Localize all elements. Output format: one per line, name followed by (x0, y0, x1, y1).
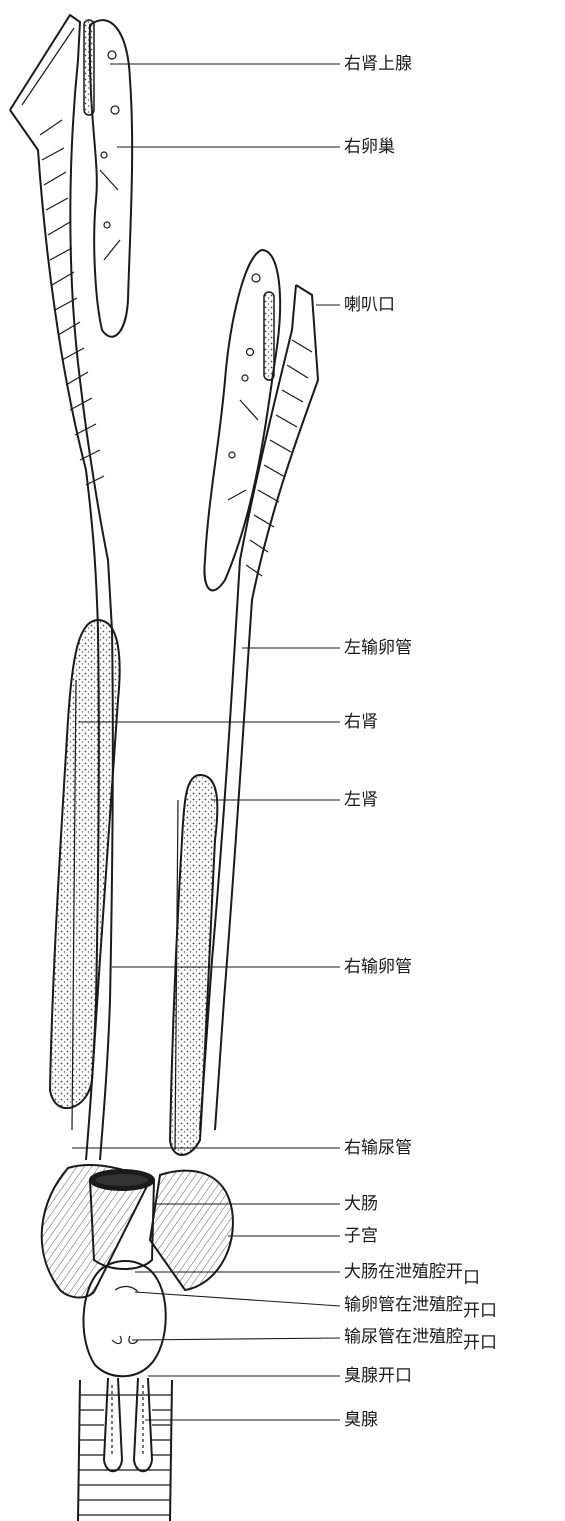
label-left-oviduct: 左输卵管 (344, 638, 412, 658)
left-oviduct (200, 285, 318, 1130)
label-right-kidney: 右肾 (344, 712, 378, 732)
label-ureter-opening-sub: 开口 (463, 1333, 497, 1353)
label-uterus: 子宫 (344, 1226, 378, 1246)
tail-base (78, 1380, 172, 1521)
right-ovary (90, 20, 132, 337)
label-infundibulum: 喇叭口 (344, 295, 395, 315)
label-ureter-opening-main: 输尿管在泄殖腔 (344, 1327, 463, 1347)
label-oviduct-cloaca-opening: 输卵管在泄殖腔开口 (344, 1295, 497, 1315)
label-intestine-opening-main: 大肠在泄殖腔开 (344, 1262, 463, 1282)
label-large-intestine: 大肠 (344, 1194, 378, 1214)
label-oviduct-opening-sub: 开口 (463, 1301, 497, 1321)
label-intestine-cloaca-opening: 大肠在泄殖腔开口 (344, 1262, 480, 1282)
label-right-oviduct: 右输卵管 (344, 957, 412, 977)
scent-gland (104, 1378, 152, 1471)
label-scent-gland: 臭腺 (344, 1410, 378, 1430)
label-scent-gland-opening: 臭腺开口 (344, 1366, 412, 1386)
left-ovary (204, 250, 280, 590)
label-intestine-opening-sub: 口 (463, 1268, 480, 1288)
label-ureter-cloaca-opening: 输尿管在泄殖腔开口 (344, 1327, 497, 1347)
label-right-ovary: 右卵巢 (344, 137, 395, 157)
label-right-ureter: 右输尿管 (344, 1138, 412, 1158)
right-adrenal (84, 20, 94, 115)
label-oviduct-opening-main: 输卵管在泄殖腔 (344, 1295, 463, 1315)
right-oviduct-upper (10, 15, 112, 630)
label-right-adrenal: 右肾上腺 (344, 54, 412, 74)
left-kidney (170, 775, 217, 1155)
label-left-kidney: 左肾 (344, 790, 378, 810)
